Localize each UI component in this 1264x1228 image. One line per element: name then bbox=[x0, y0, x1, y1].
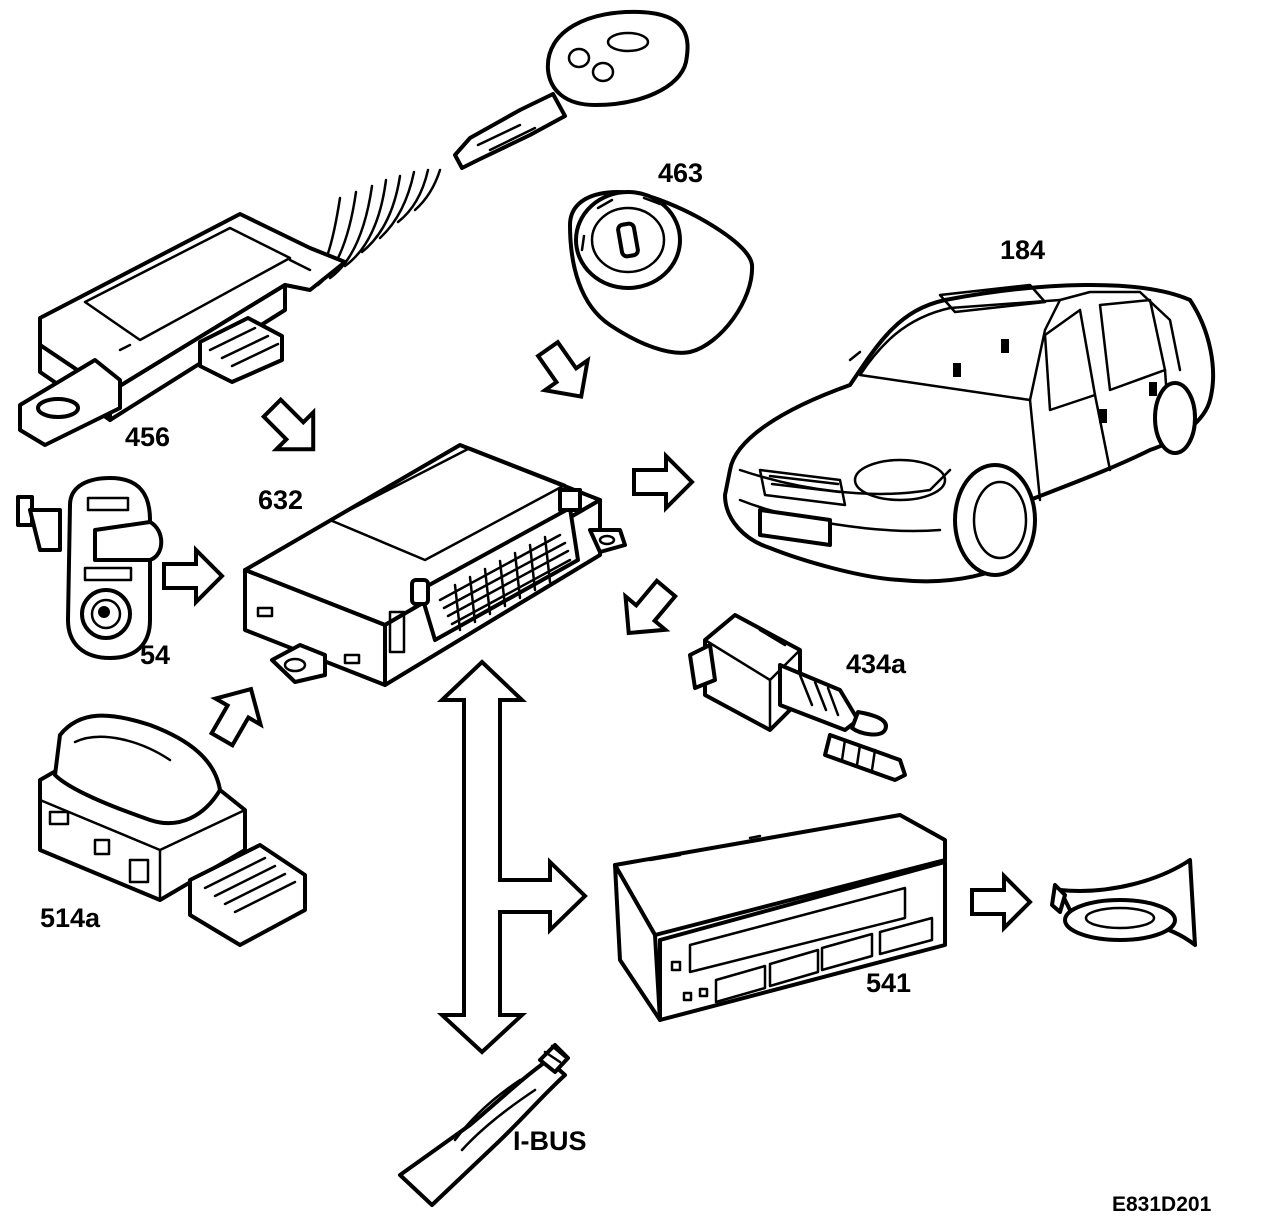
cable-icon bbox=[398, 1043, 570, 1207]
label-541: 541 bbox=[866, 968, 912, 998]
arrow-display-to-horn bbox=[970, 871, 1033, 933]
bonnet-switch-icon bbox=[688, 613, 907, 782]
label-632: 632 bbox=[258, 485, 304, 515]
display-unit-icon bbox=[613, 813, 947, 1022]
label-463: 463 bbox=[658, 158, 704, 188]
ignition-switch-icon bbox=[568, 190, 755, 355]
arrow-receiver-to-control bbox=[260, 396, 316, 452]
arrow-control-to-car bbox=[632, 451, 695, 513]
arrow-control-to-bonnet-switch bbox=[623, 578, 679, 636]
receiver-module-icon bbox=[18, 212, 347, 447]
control-unit-icon bbox=[243, 443, 627, 687]
label-434a: 434a bbox=[846, 649, 907, 679]
figure-code: E831D201 bbox=[1112, 1193, 1212, 1216]
car-icon bbox=[723, 283, 1216, 584]
arrow-door-lock-to-control bbox=[162, 545, 225, 607]
label-54: 54 bbox=[140, 640, 171, 670]
label-514a: 514a bbox=[40, 903, 101, 933]
radio-signal-icon bbox=[316, 168, 442, 287]
label-ibus: I-BUS bbox=[513, 1126, 587, 1156]
horn-icon bbox=[1050, 858, 1197, 947]
label-184: 184 bbox=[1000, 235, 1046, 265]
remote-key-icon bbox=[453, 9, 690, 170]
label-456: 456 bbox=[125, 422, 171, 452]
arrow-ignition-to-control bbox=[535, 339, 591, 399]
switch-icon bbox=[38, 713, 307, 947]
door-lock-icon bbox=[16, 476, 164, 660]
ibus-double-arrow bbox=[436, 659, 588, 1055]
arrow-switch-to-control bbox=[208, 686, 264, 748]
